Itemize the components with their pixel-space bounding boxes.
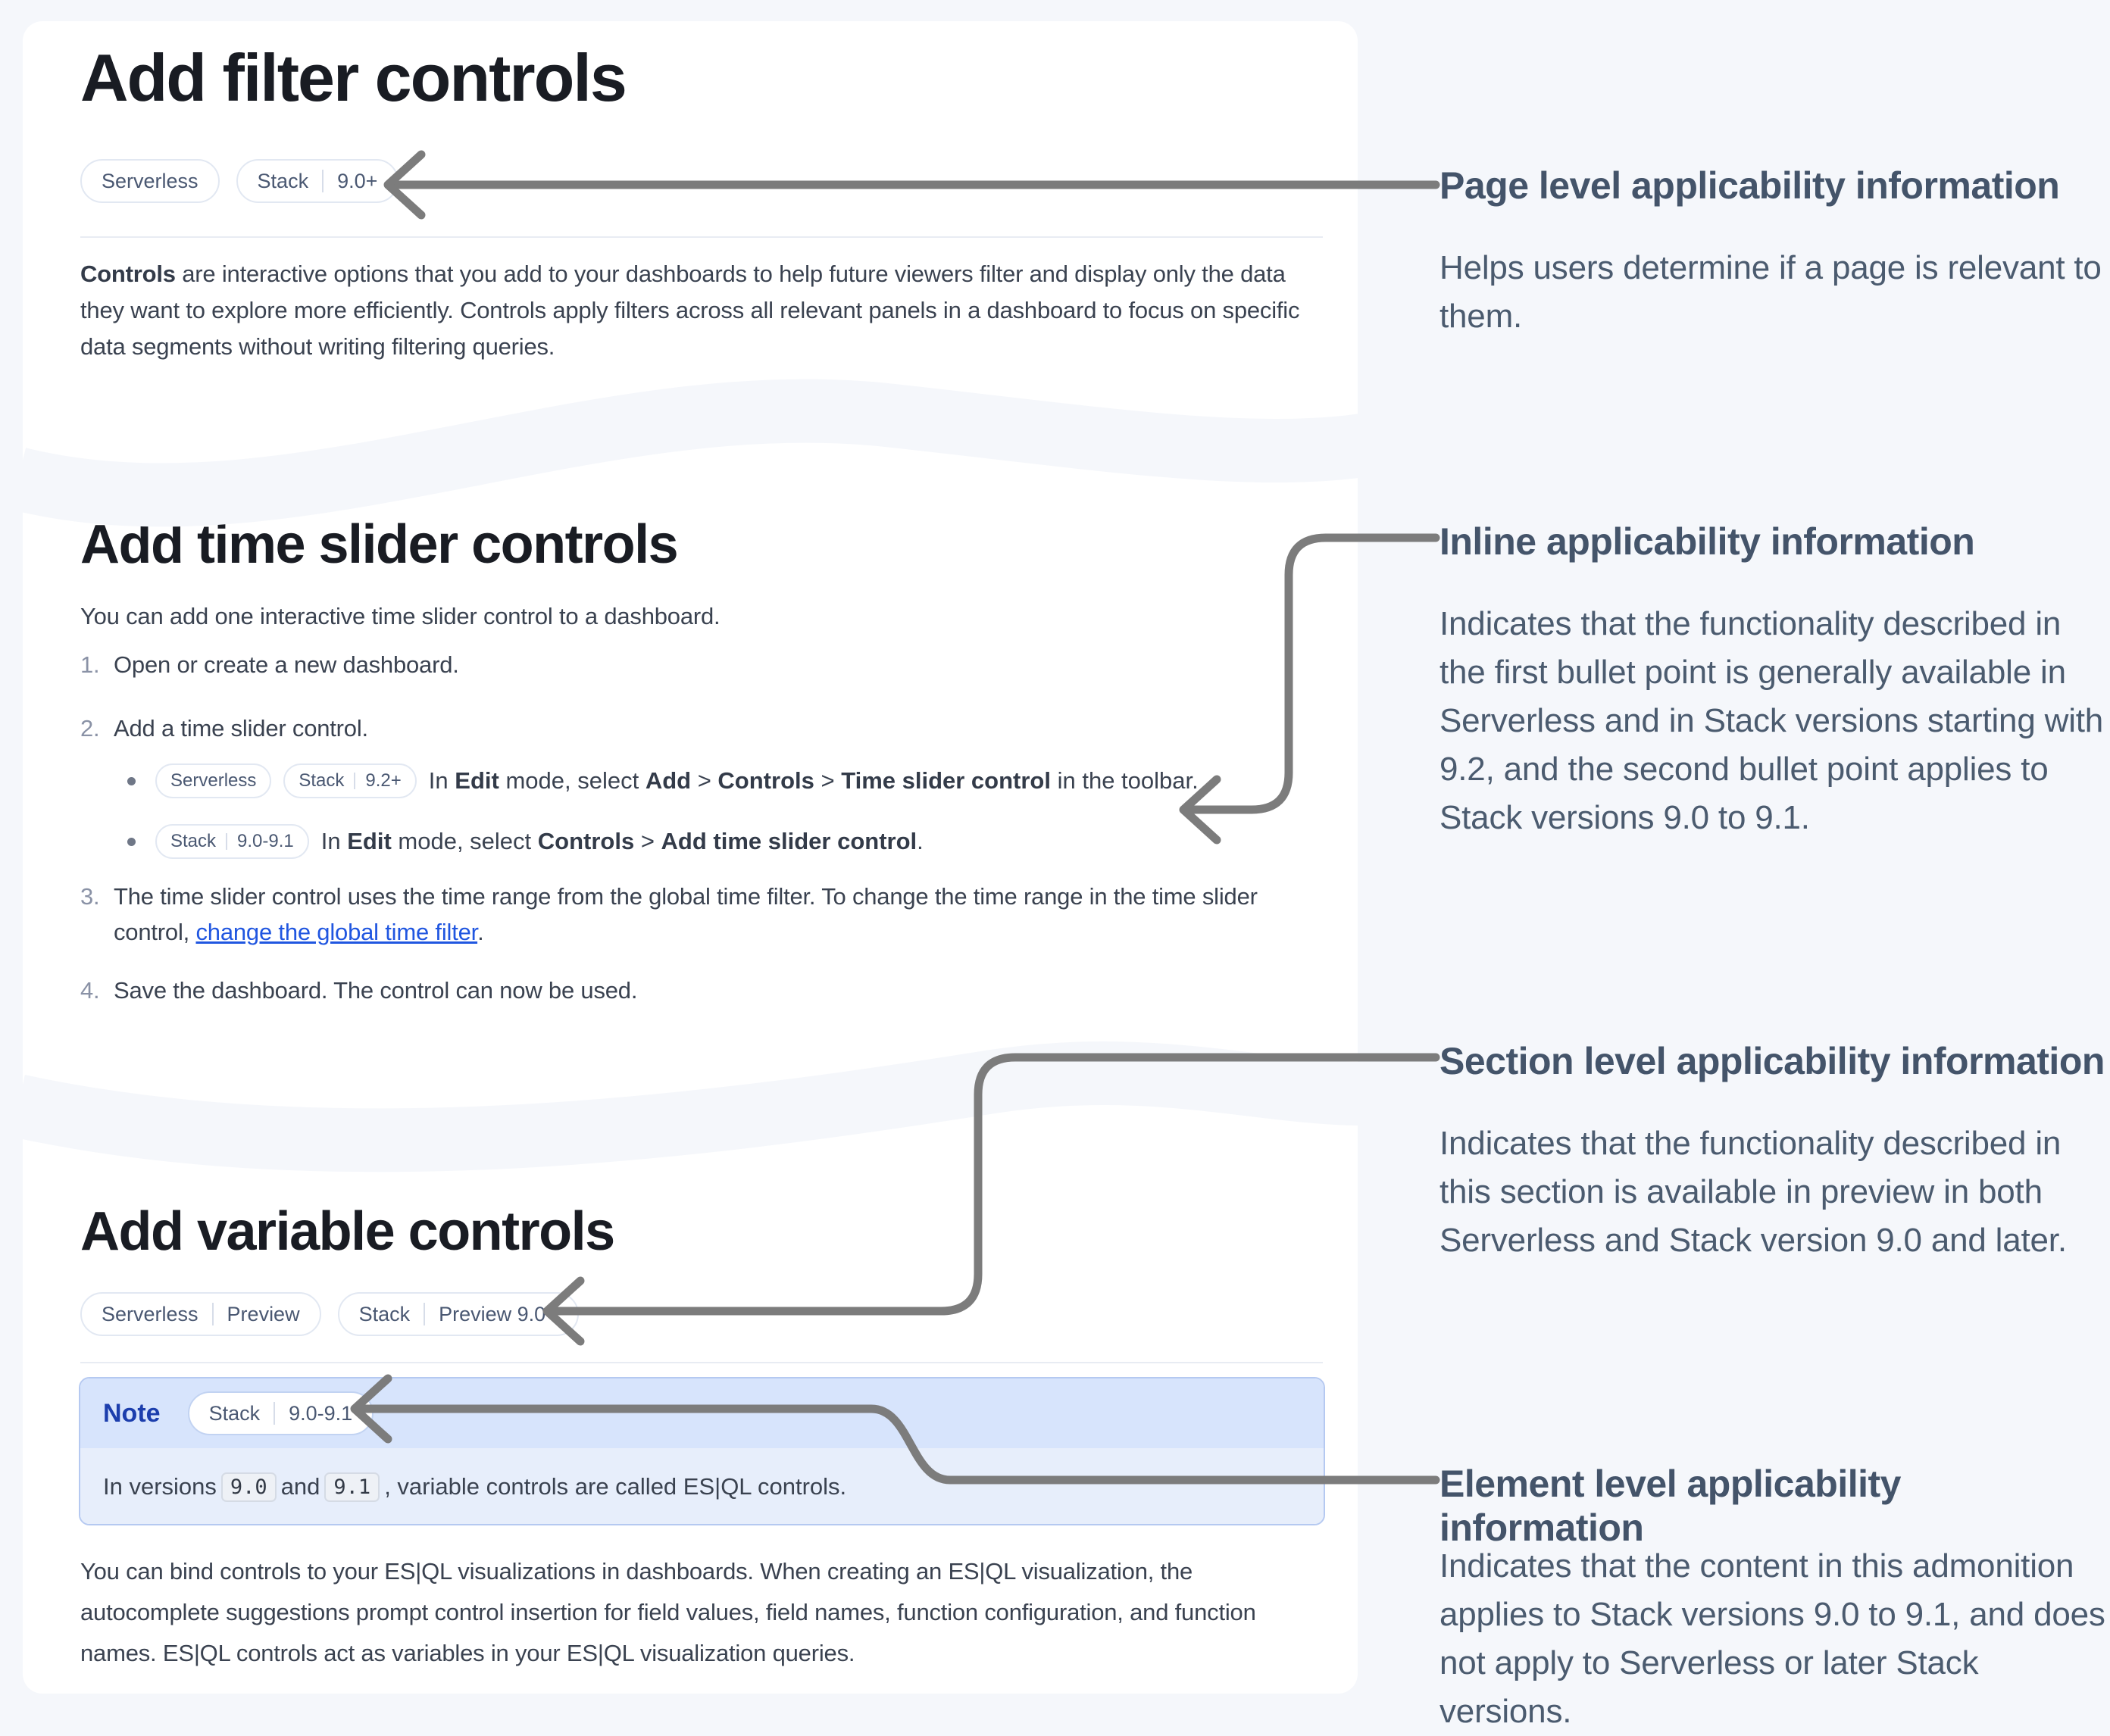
- badge-stack-preview[interactable]: Stack Preview 9.0+: [337, 1292, 579, 1336]
- badge-label: Stack: [208, 1401, 261, 1425]
- annotation-title-page-level: Page level applicability information: [1439, 164, 2060, 207]
- note-text: , variable controls are called ES|QL con…: [384, 1473, 847, 1500]
- annotation-body-page-level: Helps users determine if a page is relev…: [1439, 249, 2102, 335]
- section-divider: [80, 1362, 1323, 1363]
- esql-paragraph: You can bind controls to your ES|QL visu…: [80, 1558, 1256, 1666]
- bullet-icon: [127, 837, 136, 846]
- annotation-title-section-level: Section level applicability information: [1439, 1040, 2105, 1082]
- badge-label: Stack: [257, 169, 309, 192]
- section-applicability-badges: Serverless Preview Stack Preview 9.0+: [80, 1292, 579, 1336]
- section-intro: You can add one interactive time slider …: [80, 603, 721, 629]
- intro-paragraph: Controls are interactive options that yo…: [80, 256, 1302, 365]
- badge-divider: [274, 1402, 276, 1425]
- list-text: Add a time slider control.: [114, 715, 368, 742]
- bullet-text: In Edit mode, select Controls > Add time…: [320, 828, 924, 854]
- section-title-variable-controls: Add variable controls: [80, 1201, 615, 1262]
- section-divider: [80, 236, 1323, 238]
- badge-serverless-preview[interactable]: Serverless Preview: [80, 1292, 321, 1336]
- bullet-item: Serverless Stack 9.2+ In Edit mode, sele…: [127, 763, 1199, 798]
- badge-stack[interactable]: Stack 9.0-9.1: [187, 1391, 374, 1435]
- list-text: Open or create a new dashboard.: [114, 651, 459, 678]
- note-header: Note Stack 9.0-9.1: [80, 1378, 1324, 1448]
- list-text: The time slider control uses the time ra…: [114, 883, 1258, 945]
- badge-version: 9.0-9.1: [237, 831, 294, 851]
- bullet-item: Stack 9.0-9.1 In Edit mode, select Contr…: [127, 824, 924, 859]
- note-text: and: [280, 1473, 320, 1500]
- badge-divider: [354, 773, 356, 789]
- list-item: 4. Save the dashboard. The control can n…: [80, 973, 1308, 1008]
- list-item: 1. Open or create a new dashboard.: [80, 647, 1308, 682]
- badge-version: 9.0-9.1: [289, 1401, 353, 1425]
- list-number: 4.: [80, 977, 100, 1004]
- bullet-icon: [127, 776, 136, 785]
- badge-serverless[interactable]: Serverless: [80, 159, 220, 203]
- paragraph-text: are interactive options that you add to …: [80, 261, 1300, 360]
- badge-stack[interactable]: Stack 9.0-9.1: [155, 824, 309, 859]
- badge-label: Stack: [170, 831, 217, 851]
- annotation-body-section-level: Indicates that the functionality describ…: [1439, 1125, 2067, 1259]
- global-time-filter-link[interactable]: change the global time filter: [195, 919, 478, 945]
- list-text: Save the dashboard. The control can now …: [114, 977, 638, 1004]
- list-number: 2.: [80, 715, 100, 742]
- badge-stack[interactable]: Stack 9.2+: [283, 763, 417, 798]
- badge-version: 9.0+: [337, 169, 378, 192]
- note-admonition: Note Stack 9.0-9.1 In versions 9.0 and 9…: [79, 1377, 1325, 1525]
- note-body: In versions 9.0 and 9.1, variable contro…: [80, 1448, 1324, 1524]
- note-text: In versions: [103, 1473, 217, 1500]
- page-applicability-badges: Serverless Stack 9.0+: [80, 159, 399, 203]
- badge-lifecycle-version: Preview 9.0+: [439, 1302, 558, 1325]
- badge-label: Stack: [358, 1302, 411, 1325]
- badge-divider: [424, 1303, 426, 1325]
- page-title: Add filter controls: [80, 40, 627, 115]
- section-title-time-slider: Add time slider controls: [80, 514, 679, 575]
- badge-stack[interactable]: Stack 9.0+: [236, 159, 399, 203]
- list-number: 1.: [80, 651, 100, 678]
- note-label: Note: [103, 1398, 161, 1428]
- badge-serverless[interactable]: Serverless: [155, 763, 272, 798]
- badge-label: Stack: [299, 770, 345, 791]
- badge-label: Serverless: [102, 169, 198, 192]
- badge-divider: [226, 833, 228, 850]
- badge-version: 9.2+: [365, 770, 402, 791]
- badge-divider: [322, 170, 324, 192]
- annotation-title-element-level: Element level applicability information: [1439, 1463, 1901, 1549]
- bullet-text: In Edit mode, select Add > Controls > Ti…: [428, 767, 1199, 794]
- inline-code: 9.0: [220, 1472, 277, 1502]
- badge-label: Serverless: [102, 1302, 198, 1325]
- list-item: 3. The time slider control uses the time…: [80, 879, 1315, 950]
- annotation-body-element-level: Indicates that the content in this admon…: [1439, 1547, 2105, 1730]
- inline-code: 9.1: [324, 1472, 380, 1502]
- badge-divider: [211, 1303, 214, 1325]
- list-item: 2. Add a time slider control.: [80, 710, 1308, 746]
- badge-lifecycle: Preview: [227, 1302, 300, 1325]
- bold-text: Controls: [80, 261, 176, 287]
- annotation-title-inline: Inline applicability information: [1439, 520, 1975, 563]
- list-number: 3.: [80, 883, 100, 910]
- badge-label: Serverless: [170, 770, 257, 791]
- annotation-body-inline: Indicates that the functionality describ…: [1439, 605, 2104, 836]
